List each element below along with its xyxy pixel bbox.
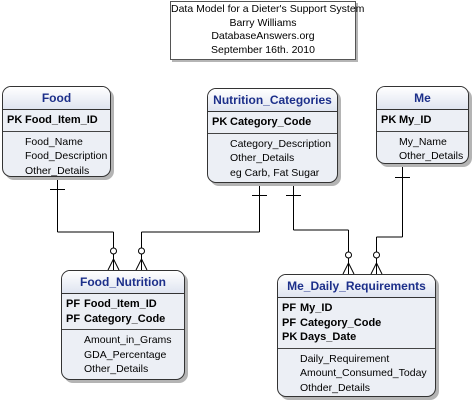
attribute-row: Food_Name: [25, 135, 83, 148]
attribute-row: Amount_Consumed_Today: [300, 367, 427, 379]
key-divider: [62, 329, 184, 330]
attribute-row: Amount_in_Grams: [84, 334, 172, 346]
attribute-row: Category_Description: [230, 137, 331, 150]
key-type: PF: [66, 312, 81, 325]
entity-name: Me_Daily_Requirements: [278, 275, 435, 298]
entity-name: Food_Nutrition: [62, 271, 184, 294]
entity-name: Me: [377, 87, 468, 110]
attribute-row: Other_Details: [399, 150, 464, 162]
key-field: Food_Item_ID: [25, 114, 98, 126]
attribute-row: Daily_Requirement: [300, 352, 390, 365]
attribute-row: GDA_Percentage: [84, 348, 167, 361]
relationship-food-to-food-nutrition: [50, 177, 120, 271]
title-line-diagram-name: Data Model for a Dieter's Support System: [171, 3, 365, 15]
title-line-website: DatabaseAnswers.org: [211, 30, 315, 42]
key-type: PF: [282, 302, 297, 314]
key-field: Food_Item_ID: [84, 298, 157, 310]
diagram-title-block: Data Model for a Dieter's Support System…: [170, 1, 365, 60]
attribute-row: Other_Details: [84, 363, 149, 375]
title-line-author: Barry Williams: [229, 16, 297, 29]
key-type: PK: [212, 116, 228, 128]
attribute-row: eg Carb, Fat Sugar: [230, 166, 320, 179]
attribute-row: Food_Description: [25, 150, 108, 162]
attribute-row: Other_Details: [230, 152, 295, 164]
key-type: PF: [66, 298, 81, 310]
key-type: PK: [282, 331, 298, 343]
key-field: Days_Date: [300, 331, 357, 343]
key-divider: [208, 132, 337, 134]
relationship-nutrition-categories-to-me-daily-requirements: [286, 183, 355, 275]
entity-name: Nutrition_Categories: [208, 89, 337, 112]
key-field: Category_Code: [84, 312, 166, 325]
key-field: Category_Code: [230, 116, 312, 128]
key-field: My_ID: [300, 302, 333, 314]
relationship-nutrition-categories-to-food-nutrition: [135, 183, 267, 271]
attribute-row: Othder_Details: [300, 381, 371, 394]
attribute-row: Other_Details: [25, 164, 90, 177]
key-field: My_ID: [399, 114, 432, 126]
entity-name: Food: [3, 87, 110, 110]
key-divider: [3, 130, 110, 132]
key-divider: [377, 130, 468, 132]
key-type: PK: [7, 114, 23, 126]
attribute-row: My_Name: [399, 135, 447, 148]
key-divider: [278, 347, 435, 349]
title-line-date: September 16th. 2010: [211, 43, 315, 56]
key-type: PF: [282, 316, 297, 329]
relationship-me-to-me-daily-requirements: [370, 164, 410, 275]
key-field: Category_Code: [300, 316, 382, 329]
key-type: PK: [381, 114, 397, 126]
